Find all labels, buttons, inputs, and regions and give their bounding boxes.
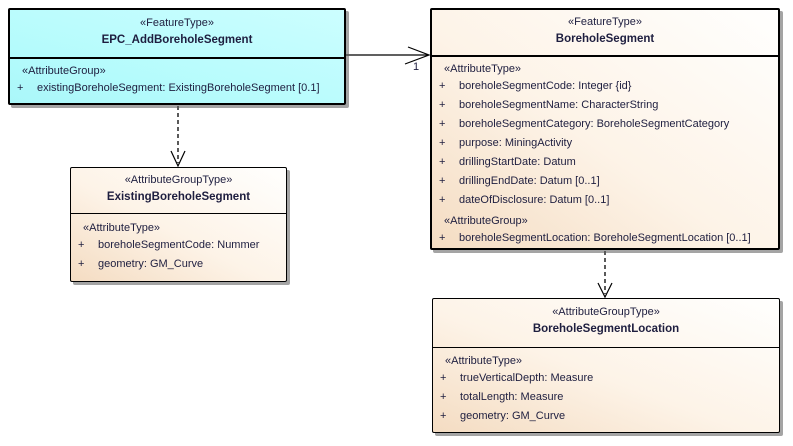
class-name: BoreholeSegment [555, 33, 655, 45]
attribute-compartment: «AttributeGroup» + existingBoreholeSegme… [10, 59, 344, 98]
section-heading: «AttributeGroup» [22, 65, 106, 77]
class-name: BoreholeSegmentLocation [532, 323, 680, 335]
visibility-plus: + [440, 410, 447, 422]
attribute-row: + boreholeSegmentLocation: BoreholeSegme… [432, 229, 778, 248]
attribute-text: totalLength: Measure [460, 391, 564, 403]
attribute-row: + geometry: GM_Curve [433, 407, 779, 426]
dependency-arrow-existing-borehole-segment[interactable] [170, 106, 186, 168]
association-multiplicity-label: 1 [413, 61, 420, 73]
attribute-text: purpose: MiningActivity [459, 137, 573, 149]
visibility-plus: + [439, 137, 446, 149]
section-heading: «AttributeType» [83, 222, 161, 234]
attribute-text: trueVerticalDepth: Measure [460, 372, 594, 384]
attribute-row: + existingBoreholeSegment: ExistingBoreh… [10, 79, 344, 98]
section-heading: «AttributeType» [444, 63, 522, 75]
attribute-row: + boreholeSegmentCode: Integer {id} [432, 77, 778, 96]
class-name: EPC_AddBoreholeSegment [101, 34, 253, 46]
box-header: «FeatureType» EPC_AddBoreholeSegment [10, 10, 344, 59]
attribute-compartment: «AttributeType» + boreholeSegmentCode: I… [432, 57, 778, 248]
attribute-row: + drillingStartDate: Datum [432, 153, 778, 172]
attribute-text: dateOfDisclosure: Datum [0..1] [459, 194, 610, 206]
attribute-text: geometry: GM_Curve [98, 258, 204, 270]
visibility-plus: + [439, 232, 446, 244]
attribute-row: + boreholeSegmentCode: Nummer [71, 236, 286, 255]
box-header: «AttributeGroupType» BoreholeSegmentLoca… [433, 299, 779, 348]
visibility-plus: + [78, 258, 85, 270]
attribute-text: drillingEndDate: Datum [0..1] [459, 175, 600, 187]
visibility-plus: + [439, 118, 446, 130]
section-heading: «AttributeType» [445, 355, 523, 367]
attribute-row: + trueVerticalDepth: Measure [433, 369, 779, 388]
stereotype-label: «FeatureType» [568, 16, 642, 28]
class-box-borehole-segment[interactable]: «FeatureType» BoreholeSegment «Attribute… [430, 8, 780, 250]
visibility-plus: + [439, 80, 446, 92]
dependency-arrow-borehole-segment-location[interactable] [597, 251, 613, 299]
attribute-row: + boreholeSegmentCategory: BoreholeSegme… [432, 115, 778, 134]
attribute-row: + dateOfDisclosure: Datum [0..1] [432, 191, 778, 210]
box-header: «AttributeGroupType» ExistingBoreholeSeg… [71, 168, 286, 214]
visibility-plus: + [17, 82, 24, 94]
stereotype-label: «AttributeGroupType» [124, 174, 233, 186]
association-connector[interactable] [346, 46, 431, 65]
attribute-compartment: «AttributeType» + boreholeSegmentCode: N… [71, 214, 286, 274]
visibility-plus: + [439, 99, 446, 111]
attribute-row: + geometry: GM_Curve [71, 255, 286, 274]
class-name: ExistingBoreholeSegment [106, 191, 251, 203]
visibility-plus: + [439, 156, 446, 168]
visibility-plus: + [78, 239, 85, 251]
attribute-text: existingBoreholeSegment: ExistingBorehol… [37, 82, 320, 94]
visibility-plus: + [440, 372, 447, 384]
class-box-borehole-segment-location[interactable]: «AttributeGroupType» BoreholeSegmentLoca… [432, 298, 780, 433]
attribute-compartment: «AttributeType» + trueVerticalDepth: Mea… [433, 348, 779, 426]
attribute-row: + boreholeSegmentName: CharacterString [432, 96, 778, 115]
attribute-text: boreholeSegmentCode: Integer {id} [459, 80, 632, 92]
attribute-text: boreholeSegmentName: CharacterString [459, 99, 659, 111]
attribute-row: + drillingEndDate: Datum [0..1] [432, 172, 778, 191]
visibility-plus: + [439, 175, 446, 187]
box-header: «FeatureType» BoreholeSegment [432, 10, 778, 57]
stereotype-label: «FeatureType» [140, 17, 214, 29]
attribute-text: boreholeSegmentLocation: BoreholeSegment… [459, 232, 751, 244]
class-box-existing-borehole-segment[interactable]: «AttributeGroupType» ExistingBoreholeSeg… [70, 167, 287, 282]
stereotype-label: «AttributeGroupType» [552, 306, 660, 318]
attribute-text: boreholeSegmentCategory: BoreholeSegment… [459, 118, 730, 130]
attribute-text: geometry: GM_Curve [460, 410, 566, 422]
visibility-plus: + [440, 391, 447, 403]
class-box-epc-add-borehole-segment[interactable]: «FeatureType» EPC_AddBoreholeSegment «At… [8, 8, 346, 105]
visibility-plus: + [439, 194, 446, 206]
attribute-text: drillingStartDate: Datum [459, 156, 576, 168]
attribute-row: + purpose: MiningActivity [432, 134, 778, 153]
attribute-row: + totalLength: Measure [433, 388, 779, 407]
section-heading: «AttributeGroup» [444, 215, 528, 227]
attribute-text: boreholeSegmentCode: Nummer [98, 239, 260, 251]
